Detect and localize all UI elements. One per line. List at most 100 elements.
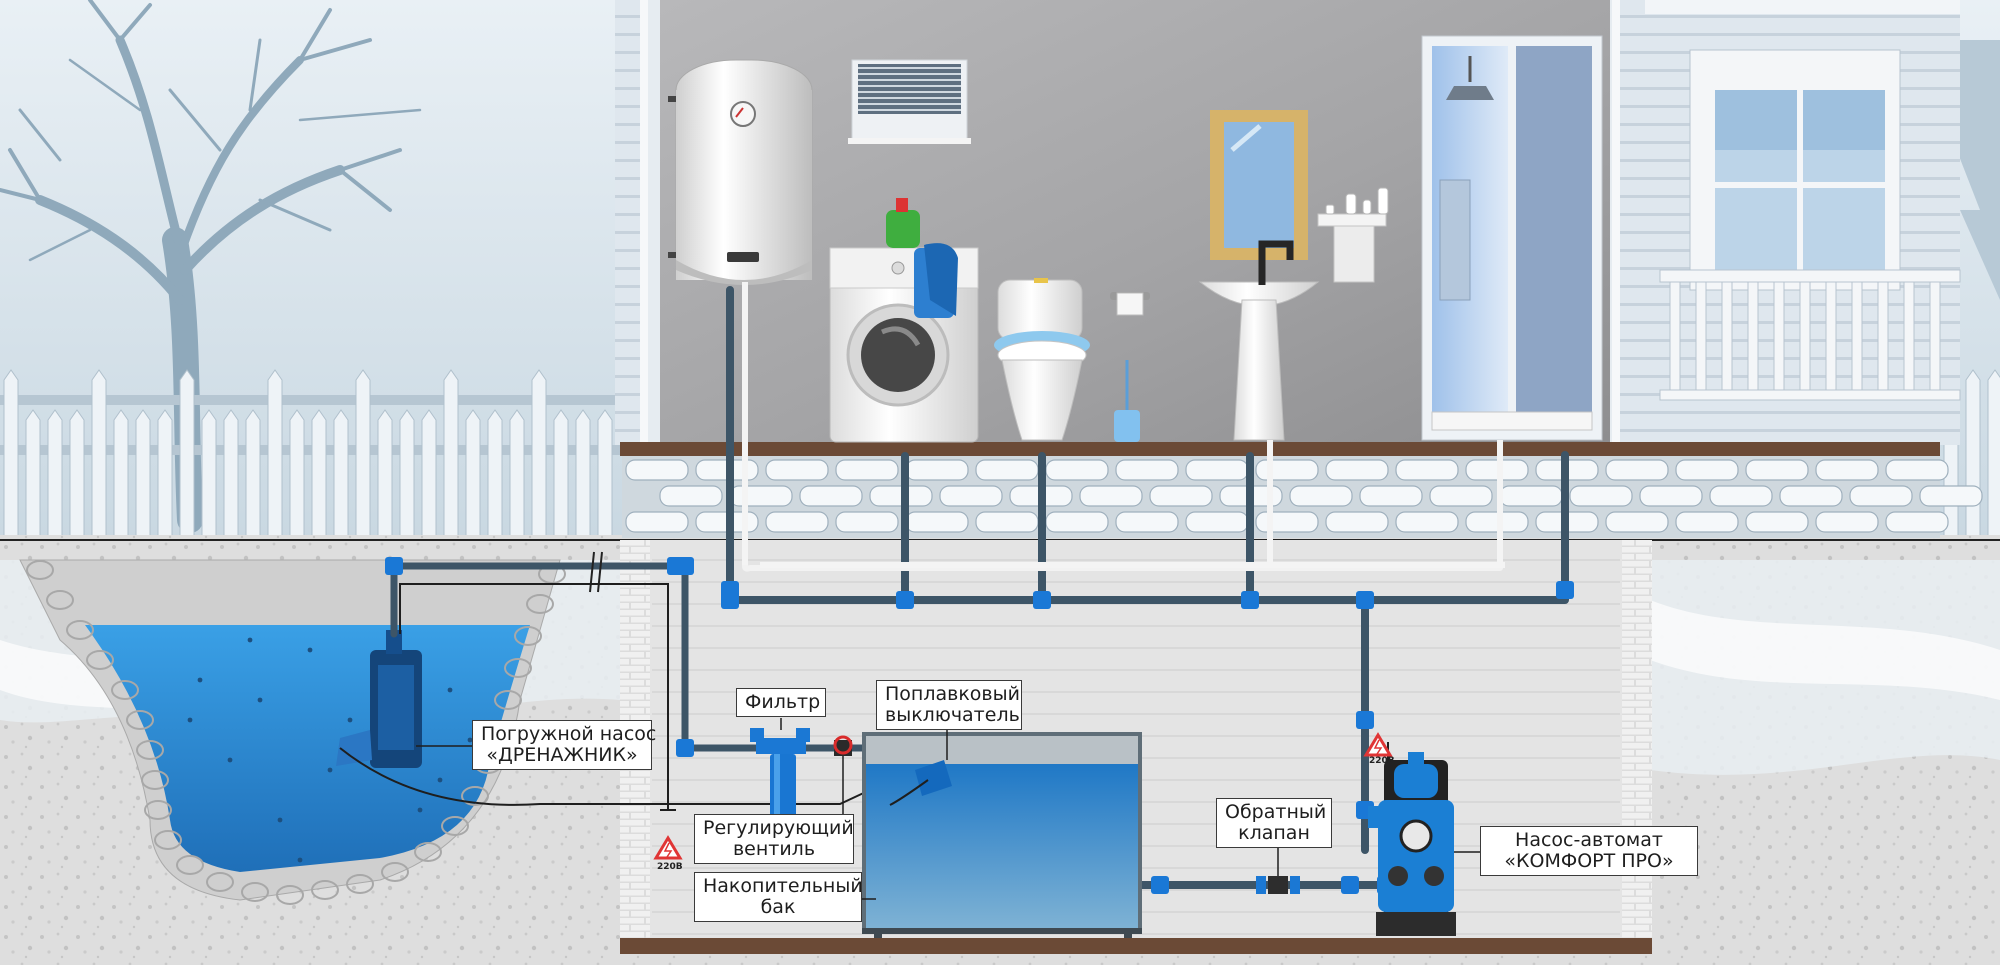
sediment-speck bbox=[227, 757, 233, 763]
auto-pump-label-line1: Насос-автомат bbox=[1515, 829, 1663, 851]
well-stone bbox=[494, 690, 522, 710]
foundation-stone bbox=[799, 485, 863, 507]
fence-picket bbox=[531, 369, 547, 541]
well-stone bbox=[26, 560, 54, 580]
foundation-stone bbox=[625, 511, 689, 533]
porch-baluster bbox=[1695, 281, 1707, 391]
pipe-fitting bbox=[1151, 876, 1169, 894]
fence-picket bbox=[157, 409, 173, 541]
drain-pump bbox=[336, 630, 422, 768]
storage-tank-label: Накопительный бак bbox=[694, 872, 863, 922]
foundation-stone bbox=[1919, 485, 1983, 507]
pipe-fitting bbox=[1033, 591, 1051, 609]
sediment-speck bbox=[197, 677, 203, 683]
check-valve-label: Обратный клапан bbox=[1216, 798, 1332, 848]
toilet-paper bbox=[1110, 292, 1150, 316]
foundation-stone bbox=[1779, 485, 1843, 507]
foundation-stone bbox=[835, 511, 899, 533]
well-stone bbox=[136, 740, 164, 760]
porch-baluster bbox=[1799, 281, 1811, 391]
check-valve bbox=[1256, 876, 1300, 894]
foundation-stone bbox=[1115, 459, 1179, 481]
hot-water-pipes bbox=[742, 282, 1505, 568]
porch-baluster bbox=[1851, 281, 1863, 391]
fence-picket bbox=[69, 409, 85, 541]
foundation-stone bbox=[1709, 485, 1773, 507]
foundation-stone bbox=[1149, 485, 1213, 507]
filter bbox=[750, 728, 810, 820]
pipe-fitting bbox=[676, 739, 694, 757]
foundation-stone bbox=[659, 485, 723, 507]
fence-picket bbox=[575, 409, 591, 541]
voltage-label-drain: 220В bbox=[657, 862, 683, 872]
fence-picket bbox=[311, 409, 327, 541]
fence-picket bbox=[597, 409, 613, 541]
check-valve-label-line2: клапан bbox=[1238, 822, 1310, 844]
well-stone bbox=[144, 800, 172, 820]
fence-picket bbox=[91, 369, 107, 541]
foundation-stone bbox=[1395, 459, 1459, 481]
toilet bbox=[994, 278, 1090, 441]
fence-picket bbox=[443, 369, 459, 541]
foundation-stone bbox=[1359, 485, 1423, 507]
water-heater bbox=[668, 59, 813, 285]
fence-picket bbox=[47, 409, 63, 541]
fence-picket bbox=[179, 369, 195, 541]
foundation-stone bbox=[1815, 459, 1879, 481]
well-stone bbox=[514, 626, 542, 646]
foundation-stone bbox=[765, 459, 829, 481]
foundation-stone bbox=[1325, 511, 1389, 533]
porch-baluster bbox=[1721, 281, 1733, 391]
well-stone bbox=[126, 710, 154, 730]
well-stone bbox=[441, 816, 469, 836]
well-stone bbox=[526, 594, 554, 614]
foundation-stone bbox=[1079, 485, 1143, 507]
foundation-stone bbox=[1185, 459, 1249, 481]
drain-pump-label-line2: «ДРЕНАЖНИК» bbox=[486, 744, 638, 766]
foundation-stone bbox=[1815, 511, 1879, 533]
pipe-fitting bbox=[1556, 581, 1574, 599]
well-stone bbox=[311, 880, 339, 900]
sediment-speck bbox=[437, 777, 443, 783]
fence-picket bbox=[245, 409, 261, 541]
well-stone bbox=[46, 590, 74, 610]
auto-pump bbox=[1368, 752, 1456, 936]
fence-picket bbox=[113, 409, 129, 541]
pipe-fitting bbox=[385, 557, 403, 575]
pipe-fitting bbox=[1341, 876, 1359, 894]
shower-cabin bbox=[1421, 35, 1603, 441]
foundation-stone bbox=[1325, 459, 1389, 481]
foundation-stone bbox=[939, 485, 1003, 507]
fence-picket bbox=[333, 409, 349, 541]
drain-pump-label: Погружной насос «ДРЕНАЖНИК» bbox=[472, 720, 656, 770]
float-switch-label-line2: выключатель bbox=[885, 704, 1020, 726]
porch-baluster bbox=[1669, 281, 1681, 391]
mirror bbox=[1210, 110, 1308, 260]
porch-baluster bbox=[1877, 281, 1889, 391]
porch-baluster bbox=[1929, 281, 1941, 391]
toilet-brush bbox=[1114, 360, 1140, 442]
foundation-stone bbox=[1499, 485, 1563, 507]
sink bbox=[1198, 240, 1320, 441]
well-stone bbox=[176, 855, 204, 875]
foundation-stone bbox=[1605, 459, 1669, 481]
sediment-speck bbox=[417, 807, 423, 813]
pipe-fitting bbox=[1356, 591, 1374, 609]
fence-picket bbox=[223, 409, 239, 541]
well-stone bbox=[461, 786, 489, 806]
foundation-stone bbox=[1045, 511, 1109, 533]
foundation-stone bbox=[1115, 511, 1179, 533]
well-stone bbox=[154, 830, 182, 850]
well-stone bbox=[414, 842, 442, 862]
well-stone bbox=[381, 862, 409, 882]
auto-pump-label: Насос-автомат «КОМФОРТ ПРО» bbox=[1480, 826, 1698, 876]
well-stone bbox=[141, 770, 169, 790]
porch-baluster bbox=[1773, 281, 1785, 391]
well-stone bbox=[111, 680, 139, 700]
foundation-stone bbox=[1849, 485, 1913, 507]
fence-picket bbox=[465, 409, 481, 541]
foundation-stone bbox=[1745, 511, 1809, 533]
sediment-speck bbox=[297, 857, 303, 863]
porch-baluster bbox=[1903, 281, 1915, 391]
foundation-stone bbox=[905, 511, 969, 533]
